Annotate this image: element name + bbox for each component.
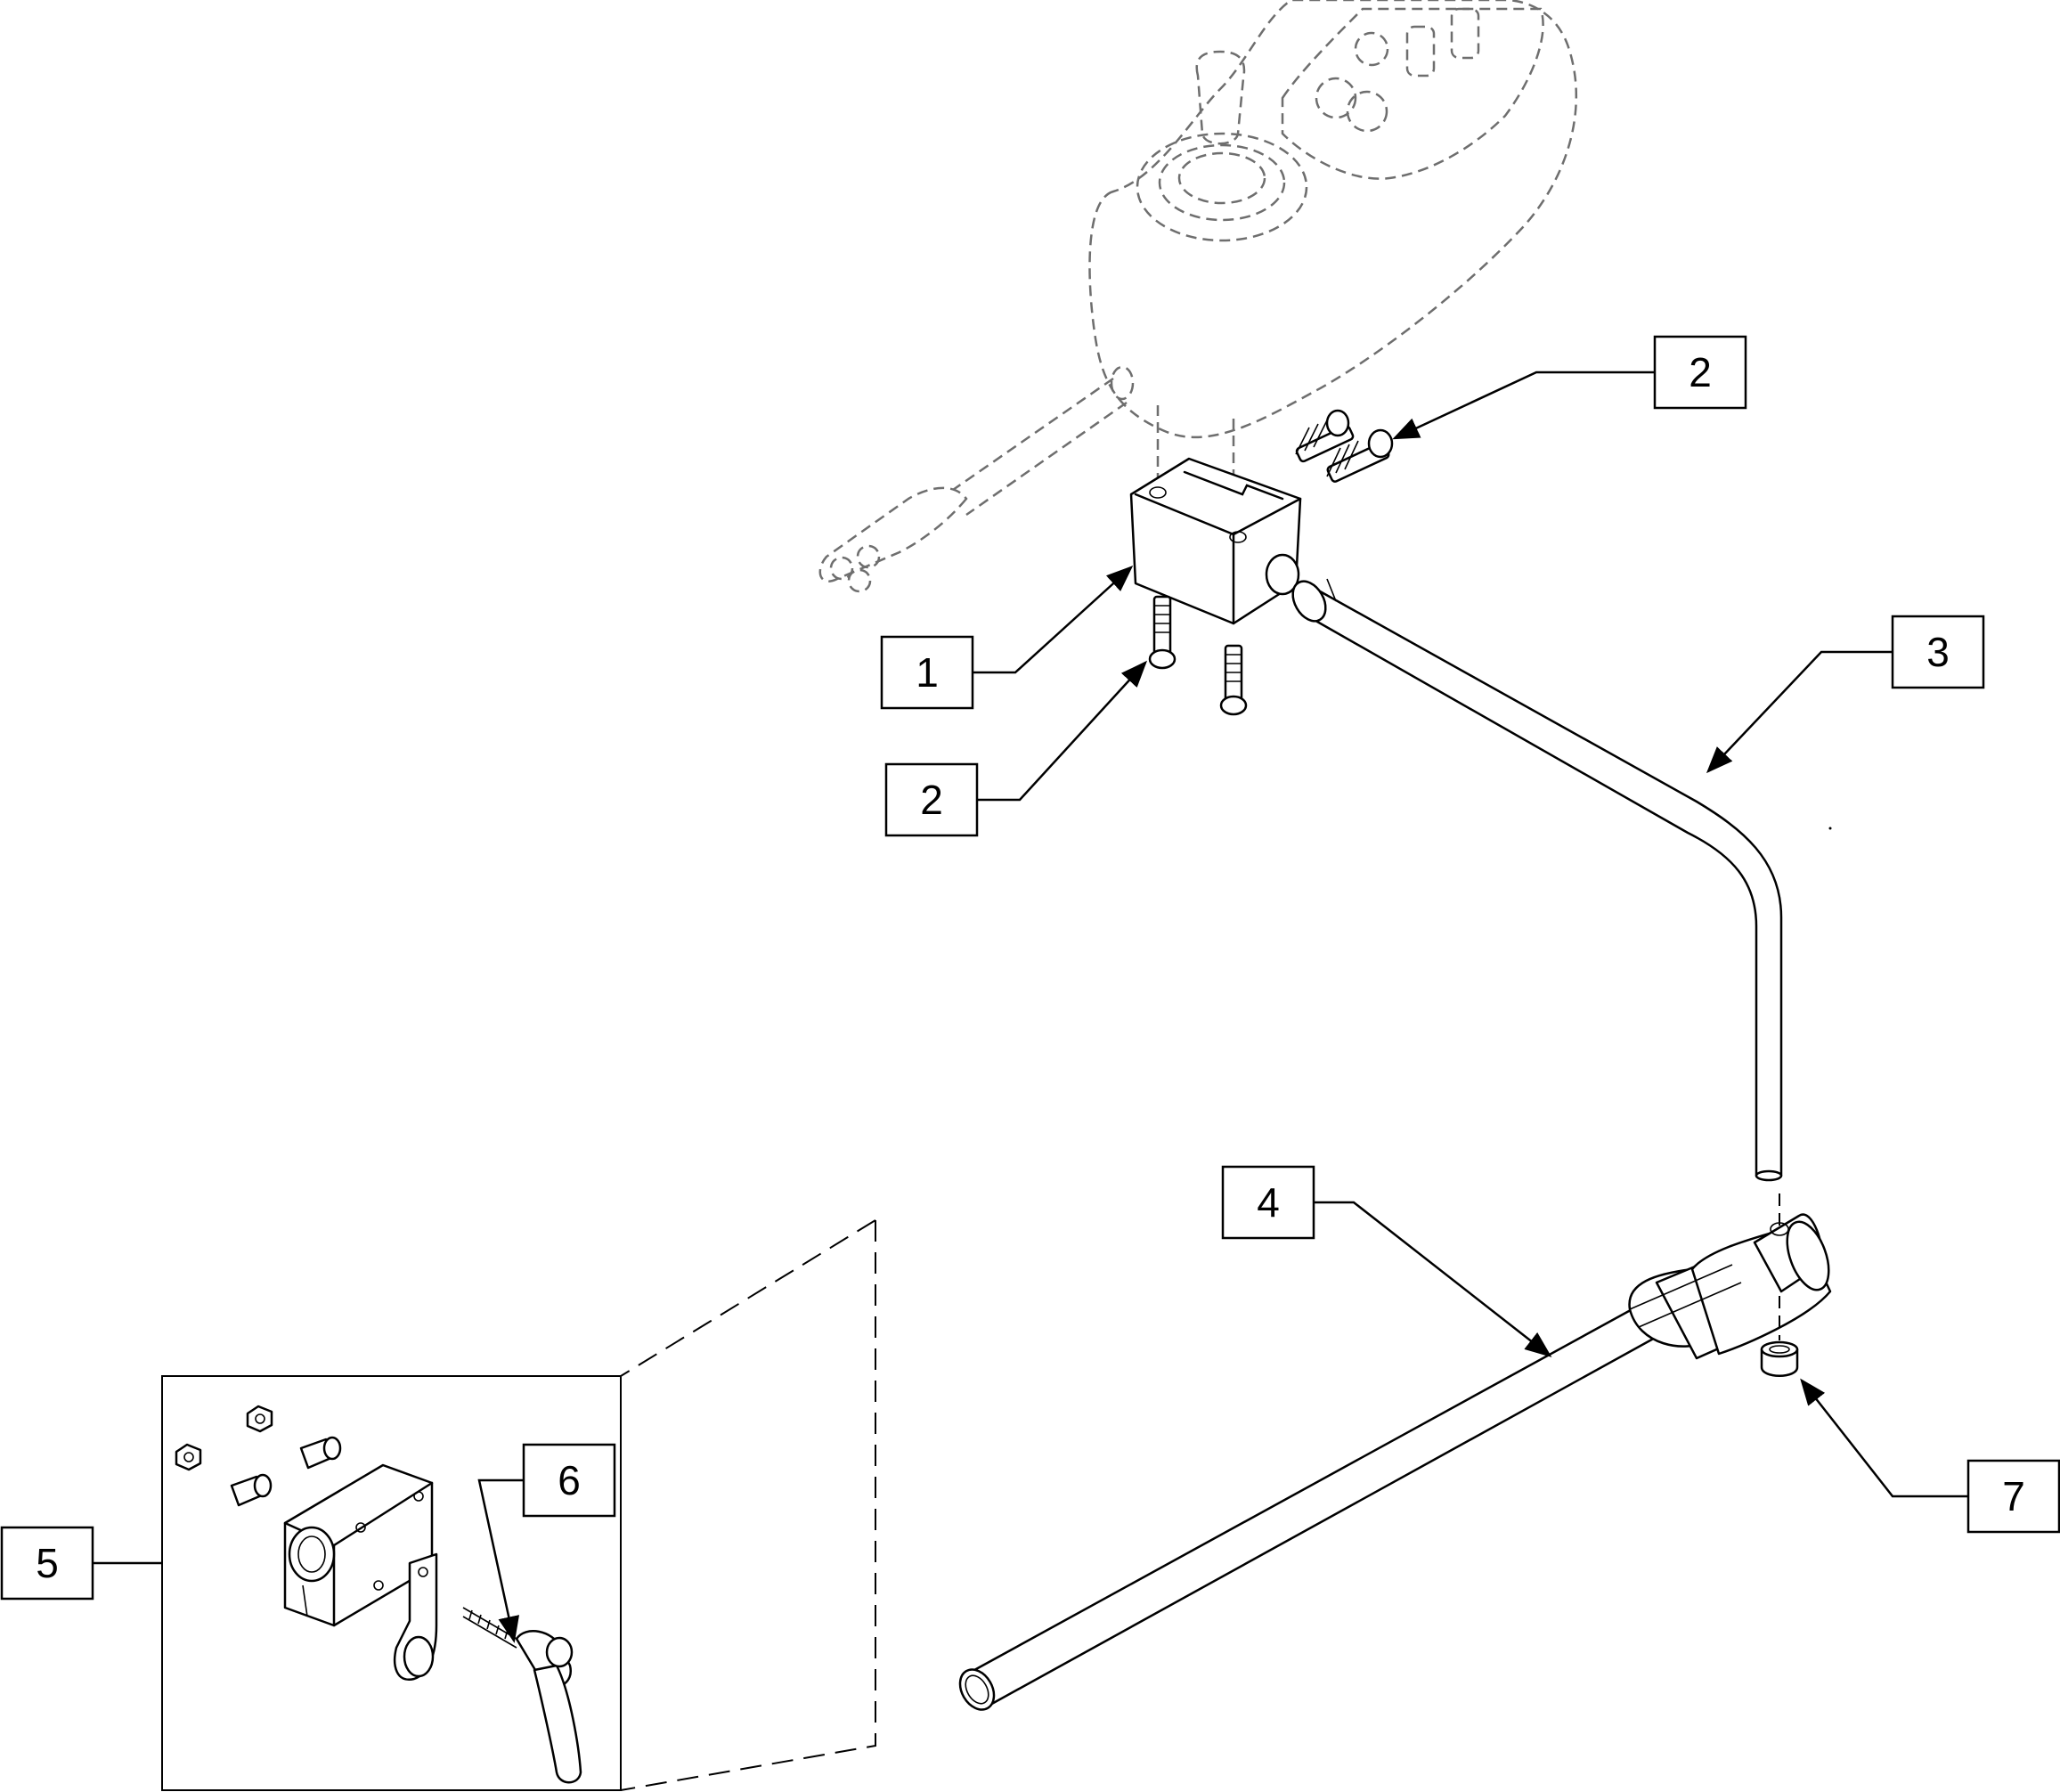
clamp-assembly <box>175 1405 582 1784</box>
callout-4-label: 4 <box>1257 1179 1280 1226</box>
callout-3: 3 <box>1891 615 1985 689</box>
leader-3 <box>1706 650 1893 774</box>
leader-4 <box>1314 1201 1552 1357</box>
detail-leader-dashes <box>620 1219 876 1791</box>
mounting-block <box>1129 457 1302 625</box>
screw-bottom-1 <box>1148 595 1177 670</box>
leader-2a <box>1392 371 1655 440</box>
callout-6: 6 <box>522 1443 616 1518</box>
callout-7-label: 7 <box>2002 1473 2025 1519</box>
screw-bottom-2 <box>1219 644 1248 716</box>
callout-2b-label: 2 <box>920 777 943 823</box>
end-cap <box>1760 1340 1799 1377</box>
callout-1-label: 1 <box>916 649 939 696</box>
callout-7: 7 <box>1966 1459 2060 1534</box>
callout-5: 5 <box>0 1526 94 1601</box>
leader-6 <box>477 1478 524 1643</box>
callout-1: 1 <box>880 635 974 710</box>
leader-2b <box>977 660 1148 802</box>
screw-top-1 <box>1295 409 1355 463</box>
callout-3-label: 3 <box>1926 629 1950 675</box>
leader-1 <box>973 565 1134 674</box>
callout-2a: 2 <box>1653 335 1747 410</box>
callout-2a-label: 2 <box>1689 349 1712 395</box>
callout-4: 4 <box>1221 1165 1315 1240</box>
callout-5-label: 5 <box>36 1540 59 1586</box>
joystick-controller-phantom <box>818 0 1578 593</box>
detail-box <box>161 1375 622 1791</box>
callout-6-label: 6 <box>558 1457 581 1503</box>
bent-tube <box>1291 578 1783 1182</box>
callout-2b: 2 <box>884 762 979 837</box>
receiver-tube-assembly <box>958 1213 1832 1711</box>
leader-7 <box>1800 1378 1968 1498</box>
screw-top-2 <box>1326 428 1394 483</box>
stray-dot <box>1828 827 1832 830</box>
